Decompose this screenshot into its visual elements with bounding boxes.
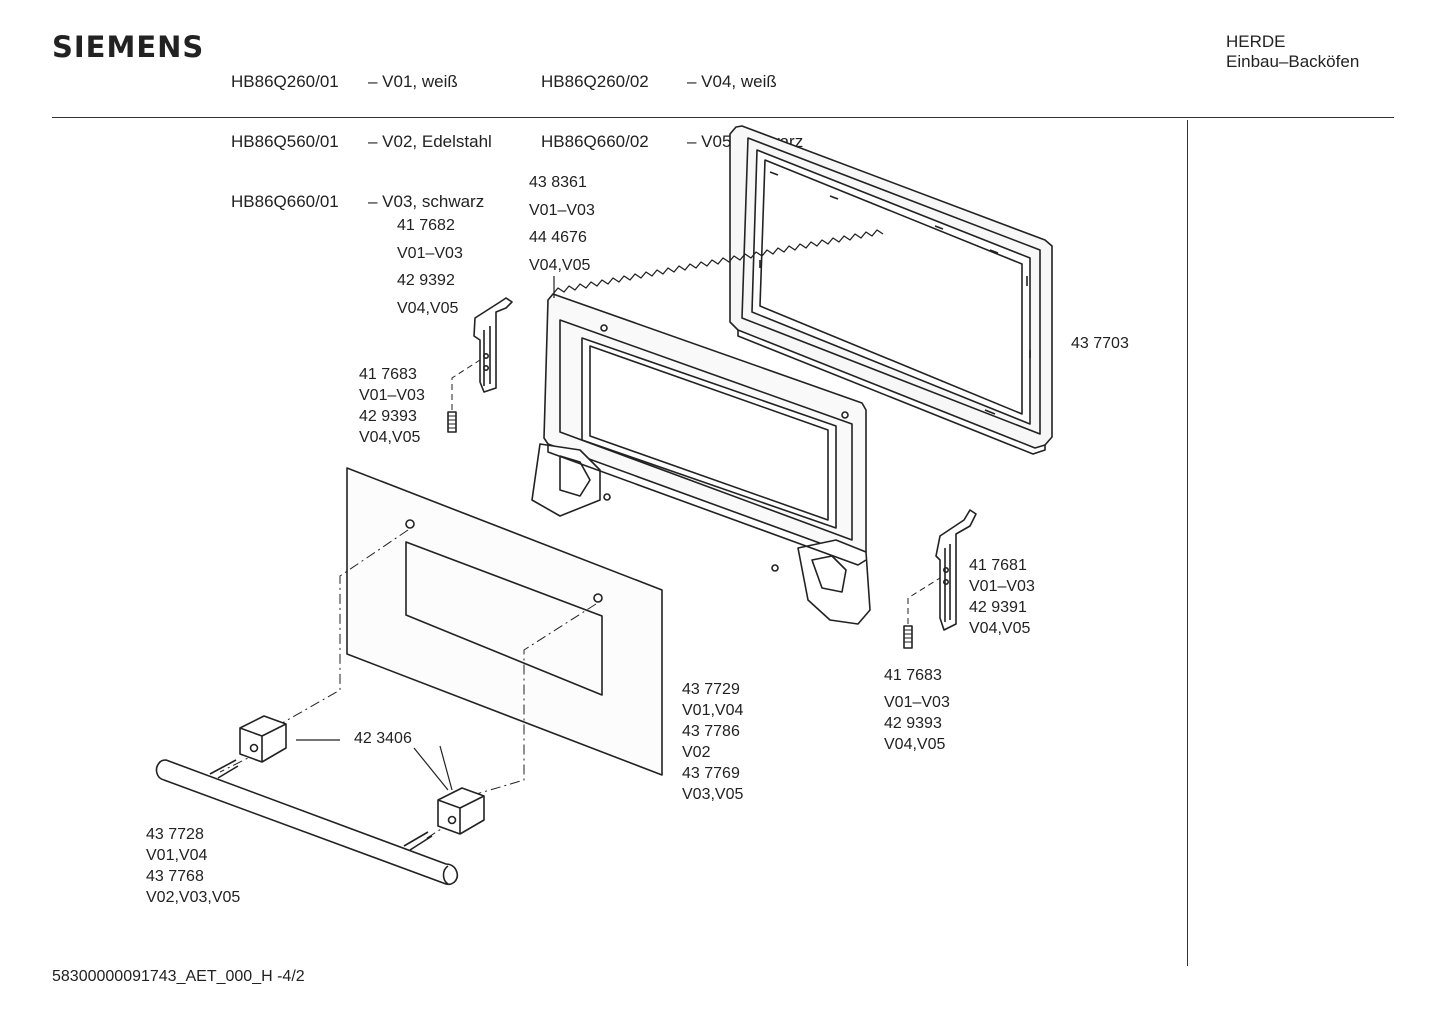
part-variant: V01–V03 (359, 387, 425, 404)
part-variant: V01–V03 (529, 201, 595, 219)
model-number: HB86Q660/02 (541, 132, 649, 151)
header-divider (52, 117, 1394, 118)
column-divider (1187, 120, 1188, 966)
category-line: HERDE (1226, 32, 1286, 51)
part-number: 43 7703 (1071, 335, 1129, 352)
part-label-handle: 43 7728 V01,V04 43 7768 V02,V03,V05 (146, 824, 240, 908)
model-row: HB86Q260/01 – V01, weiß (231, 72, 458, 92)
part-variant: V04,V05 (529, 256, 591, 274)
part-label-right-hinge: 41 7681 V01–V03 42 9391 V04,V05 (969, 555, 1035, 639)
part-variant: V04,V05 (884, 736, 946, 753)
model-variant: – V03, schwarz (368, 192, 485, 211)
leader-lines-mount (296, 739, 453, 791)
part-variant: V04,V05 (359, 429, 421, 446)
part-label-inner-frame: 43 8361 V01–V03 44 4676 V04,V05 (529, 172, 595, 282)
part-number: 41 7683 (884, 667, 942, 684)
model-number: HB86Q260/02 (541, 72, 649, 91)
handle-mount-left (239, 715, 287, 763)
door-handle-bar (155, 759, 459, 886)
part-number: 42 9393 (884, 715, 942, 732)
part-variant: V03,V05 (682, 786, 744, 803)
part-variant: V01–V03 (884, 694, 950, 711)
part-number: 42 3406 (354, 730, 412, 747)
part-number: 41 7683 (359, 366, 417, 383)
part-variant: V02 (682, 744, 711, 761)
handle-mount-right (437, 787, 485, 835)
part-label-outer-frame: 43 7703 (1071, 333, 1129, 354)
part-variant: V02,V03,V05 (146, 889, 241, 906)
part-variant: V04,V05 (397, 299, 459, 317)
model-list-col1: HB86Q260/01 – V01, weiß HB86Q560/01 – V02,… (231, 32, 492, 232)
model-variant: – V04, weiß (687, 72, 777, 91)
part-number: 43 7786 (682, 723, 740, 740)
part-number: 43 7728 (146, 826, 204, 843)
part-number: 43 7729 (682, 681, 740, 698)
brand-logo: SIEMENS (52, 30, 205, 64)
part-variant: V01–V03 (397, 244, 463, 262)
part-label-glass-panel: 43 7729 V01,V04 43 7786 V02 43 7769 V03,… (682, 679, 743, 805)
part-number: 42 9392 (397, 272, 455, 289)
outer-door-frame (729, 125, 1053, 455)
category-label: HERDE Einbau–Backöfen (1226, 32, 1359, 72)
right-spring (903, 577, 941, 649)
part-number: 43 7769 (682, 765, 740, 782)
part-number: 41 7682 (397, 217, 455, 234)
part-number: 42 9393 (359, 408, 417, 425)
model-variant: – V01, weiß (368, 72, 458, 91)
part-number: 44 4676 (529, 229, 587, 246)
model-row: HB86Q560/01 – V02, Edelstahl (231, 132, 492, 152)
part-number: 41 7681 (969, 557, 1027, 574)
part-label-left-hinge: 41 7682 V01–V03 42 9392 V04,V05 (397, 215, 463, 325)
part-variant: V01–V03 (969, 578, 1035, 595)
left-hinge (473, 297, 513, 393)
inner-door-frame (531, 229, 884, 625)
part-variant: V01,V04 (146, 847, 208, 864)
door-glass-panel (346, 467, 663, 776)
category-line: Einbau–Backöfen (1226, 52, 1360, 71)
part-label-right-spring: 41 7683 V01–V03 42 9393 V04,V05 (884, 665, 950, 755)
left-spring (447, 359, 481, 433)
model-row: HB86Q660/01 – V03, schwarz (231, 192, 484, 212)
document-id: 58300000091743_AET_000_H -4/2 (52, 968, 305, 985)
part-label-handle-mount: 42 3406 (354, 728, 412, 749)
model-number: HB86Q260/01 (231, 72, 339, 91)
model-variant: – V02, Edelstahl (368, 132, 492, 151)
right-hinge (935, 509, 977, 631)
part-variant: V04,V05 (969, 620, 1031, 637)
part-label-left-spring: 41 7683 V01–V03 42 9393 V04,V05 (359, 364, 425, 448)
model-number: HB86Q660/01 (231, 192, 339, 211)
part-number: 42 9391 (969, 599, 1027, 616)
part-number: 43 7768 (146, 868, 204, 885)
model-number: HB86Q560/01 (231, 132, 339, 151)
part-variant: V01,V04 (682, 702, 744, 719)
model-row: HB86Q260/02 – V04, weiß (541, 72, 777, 92)
part-number: 43 8361 (529, 174, 587, 191)
